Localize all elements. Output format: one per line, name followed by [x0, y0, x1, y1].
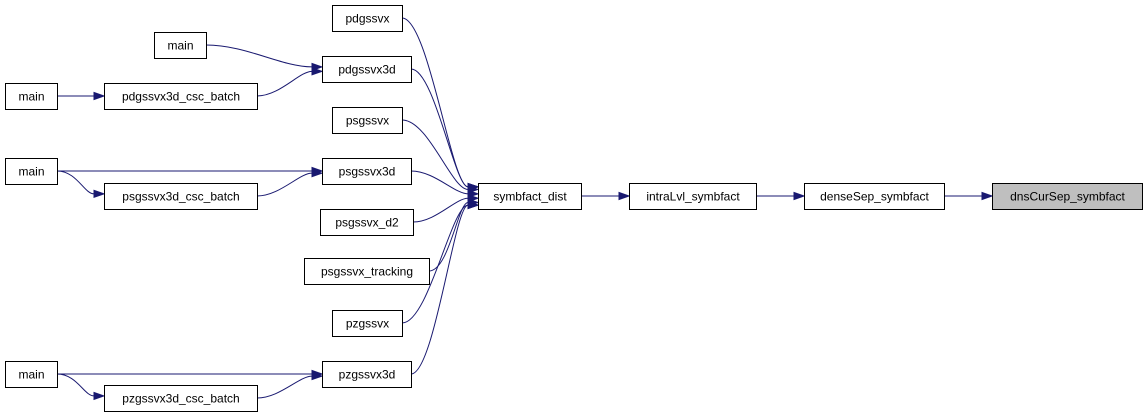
node-label: main — [167, 39, 193, 53]
node-box — [5, 158, 58, 185]
node-symbfact-dist[interactable]: symbfact_dist — [478, 183, 582, 210]
arrowhead-icon — [311, 67, 324, 76]
arrowhead-icon — [467, 200, 480, 210]
edge-line — [256, 70, 313, 97]
node-box — [154, 32, 207, 59]
arrowhead-icon — [793, 191, 806, 201]
node-label: dnsCurSep_symbfact — [1010, 190, 1125, 204]
node-label: pdgssvx3d_csc_batch — [122, 90, 240, 104]
node-label: psgssvx3d_csc_batch — [122, 190, 239, 204]
node-box — [804, 183, 945, 210]
node-label: denseSep_symbfact — [820, 190, 929, 204]
node-main-b[interactable]: main — [5, 83, 58, 110]
edge-pdgssvx3d_csc_batch-to-pdgssvx3d — [256, 67, 324, 97]
node-pdgssvx[interactable]: pdgssvx — [332, 5, 403, 32]
node-dnsCurSep-symbfact: dnsCurSep_symbfact — [992, 183, 1143, 210]
node-pdgssvx3d[interactable]: pdgssvx3d — [322, 56, 412, 83]
edge-psgssvx3d_csc_batch-to-psgssvx3d — [256, 168, 324, 197]
edge-main_b-to-pdgssvx3d_csc_batch — [57, 91, 106, 101]
node-label: pdgssvx3d — [338, 63, 395, 77]
node-pzgssvx[interactable]: pzgssvx — [332, 310, 403, 337]
node-psgssvx-d2[interactable]: psgssvx_d2 — [320, 209, 414, 236]
node-pzgssvx3d[interactable]: pzgssvx3d — [322, 361, 412, 388]
node-label: main — [18, 368, 44, 382]
node-box — [478, 183, 582, 210]
edge-line — [256, 172, 313, 197]
node-pzgssvx3d-csc-batch[interactable]: pzgssvx3d_csc_batch — [104, 385, 258, 412]
arrowhead-icon — [311, 371, 324, 381]
edge-main_c-to-psgssvx3d — [57, 166, 324, 176]
node-box — [629, 183, 757, 210]
node-main-c[interactable]: main — [5, 158, 58, 185]
edge-main_d-to-pzgssvx3d_csc_batch — [56, 373, 106, 401]
node-box — [322, 158, 412, 185]
node-label: pzgssvx3d — [339, 368, 396, 382]
node-psgssvx3d[interactable]: psgssvx3d — [322, 158, 412, 185]
node-main-a[interactable]: main — [154, 32, 207, 59]
node-box — [322, 361, 412, 388]
node-intraLvl-symbfact[interactable]: intraLvl_symbfact — [629, 183, 757, 210]
node-label: psgssvx3d — [339, 165, 396, 179]
node-box — [104, 83, 258, 110]
node-box — [322, 56, 412, 83]
node-box — [332, 310, 403, 337]
edge-main_c-to-psgssvx3d_csc_batch — [56, 170, 106, 199]
node-label: symbfact_dist — [493, 190, 567, 204]
edge-main_a-to-pdgssvx3d — [205, 44, 324, 72]
edge-main_d-to-pzgssvx3d — [57, 369, 324, 379]
node-label: psgssvx_tracking — [321, 265, 413, 279]
arrowhead-icon — [93, 91, 106, 101]
edge-line — [428, 202, 469, 272]
edge-symbfact_dist-to-intraLvl_symbfact — [581, 191, 631, 201]
edge-intraLvl_symbfact-to-denseSep_symbfact — [756, 191, 806, 201]
edges-layer — [56, 17, 994, 401]
edge-line — [410, 204, 469, 375]
node-pdgssvx3d-csc-batch[interactable]: pdgssvx3d_csc_batch — [104, 83, 258, 110]
node-box — [5, 361, 58, 388]
node-psgssvx[interactable]: psgssvx — [332, 107, 403, 134]
node-box — [5, 83, 58, 110]
node-denseSep-symbfact[interactable]: denseSep_symbfact — [804, 183, 945, 210]
nodes-layer: dnsCurSep_symbfact denseSep_symbfact intra… — [5, 5, 1143, 412]
node-psgssvx-tracking[interactable]: psgssvx_tracking — [304, 258, 430, 285]
node-label: pdgssvx — [345, 12, 389, 26]
edge-pzgssvx3d-to-symbfact_dist — [410, 200, 480, 375]
edge-pzgssvx3d_csc_batch-to-pzgssvx3d — [256, 371, 324, 399]
node-box — [304, 258, 430, 285]
edge-line — [205, 44, 313, 68]
node-label: main — [18, 165, 44, 179]
node-psgssvx3d-csc-batch[interactable]: psgssvx3d_csc_batch — [104, 183, 258, 210]
edge-line — [56, 373, 95, 397]
edge-denseSep_symbfact-to-dnsCurSep_symbfact — [944, 191, 994, 201]
edge-psgssvx_tracking-to-symbfact_dist — [428, 198, 480, 272]
arrowhead-icon — [311, 168, 324, 178]
edge-line — [56, 170, 95, 195]
edge-line — [410, 68, 469, 188]
node-label: main — [18, 90, 44, 104]
node-box — [104, 183, 258, 210]
node-box — [320, 209, 414, 236]
edge-line — [256, 375, 313, 399]
node-label: intraLvl_symbfact — [646, 190, 740, 204]
node-label: psgssvx_d2 — [335, 216, 399, 230]
node-main-d[interactable]: main — [5, 361, 58, 388]
arrowhead-icon — [93, 391, 106, 401]
edge-line — [412, 197, 469, 223]
node-label: psgssvx — [346, 114, 389, 128]
arrowhead-icon — [981, 191, 994, 201]
edge-pdgssvx-to-symbfact_dist — [401, 17, 480, 192]
node-box — [332, 5, 403, 32]
node-label: pzgssvx3d_csc_batch — [122, 392, 239, 406]
arrowhead-icon — [93, 189, 106, 199]
edge-psgssvx-to-symbfact_dist — [401, 119, 480, 194]
edge-line — [401, 119, 469, 190]
arrowhead-icon — [618, 191, 631, 201]
node-box — [104, 385, 258, 412]
edge-line — [410, 170, 469, 195]
node-box — [992, 183, 1143, 210]
edge-line — [401, 204, 469, 324]
node-label: pzgssvx — [346, 317, 389, 331]
node-box — [332, 107, 403, 134]
